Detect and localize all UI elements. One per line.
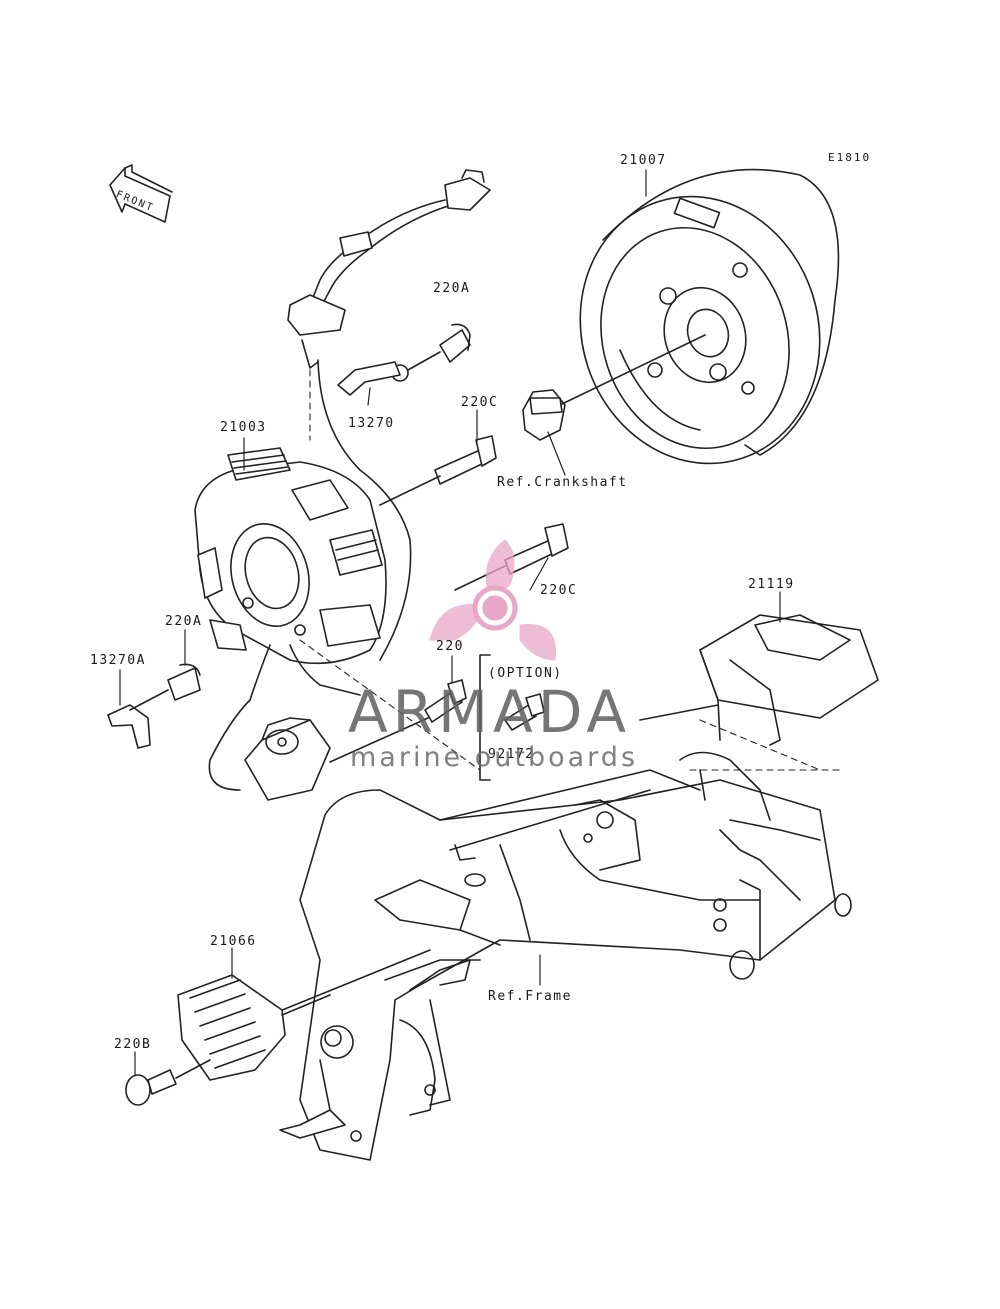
screw-92172 — [504, 693, 545, 731]
part-label-220: 220 — [436, 639, 464, 654]
option-bracket-line — [479, 654, 491, 781]
bolt-220a-top — [391, 323, 471, 382]
crankshaft-nut — [522, 334, 706, 441]
pickup-coil — [208, 644, 331, 801]
flywheel-rotor — [579, 168, 840, 465]
bolt-220 — [329, 679, 467, 763]
front-direction-arrow-icon — [109, 164, 173, 223]
part-label-220c-top: 220C — [461, 395, 499, 410]
diagram-code: E1810 — [828, 151, 872, 164]
part-label-21119: 21119 — [748, 577, 795, 592]
part-label-21003: 21003 — [220, 420, 267, 435]
bolt-220c-mid — [454, 523, 569, 591]
cdi-unit — [639, 614, 879, 746]
wire-harness-connector — [287, 169, 491, 661]
part-label-92172: 92172 — [488, 747, 535, 762]
part-label-220c-mid: 220C — [540, 583, 578, 598]
part-label-21007: 21007 — [620, 153, 667, 168]
watermark-title: ARMADA — [348, 678, 632, 746]
option-label: (OPTION) — [488, 666, 563, 681]
bolt-220a-left — [129, 663, 201, 711]
part-label-13270: 13270 — [348, 416, 395, 431]
bolt-220c-top — [379, 435, 497, 506]
dashed-guide-lines — [299, 369, 841, 771]
part-label-21066: 21066 — [210, 934, 257, 949]
part-label-220b: 220B — [114, 1037, 152, 1052]
frame-assembly — [269, 751, 852, 1161]
bracket-13270 — [337, 361, 401, 396]
label-leader-lines — [119, 169, 781, 1076]
armada-propeller-logo-icon — [429, 539, 557, 661]
ref-frame-label: Ref.Frame — [488, 989, 572, 1004]
watermark-subtitle: marine outboards — [350, 742, 639, 773]
stator-coil-assembly — [194, 447, 387, 696]
regulator-rectifier — [177, 974, 331, 1081]
bolt-220b — [125, 1059, 211, 1106]
part-label-220a-top: 220A — [433, 281, 471, 296]
ref-crankshaft-label: Ref.Crankshaft — [497, 475, 628, 490]
bracket-13270a — [107, 704, 151, 749]
part-label-13270a: 13270A — [90, 653, 146, 668]
part-label-220a-left: 220A — [165, 614, 203, 629]
